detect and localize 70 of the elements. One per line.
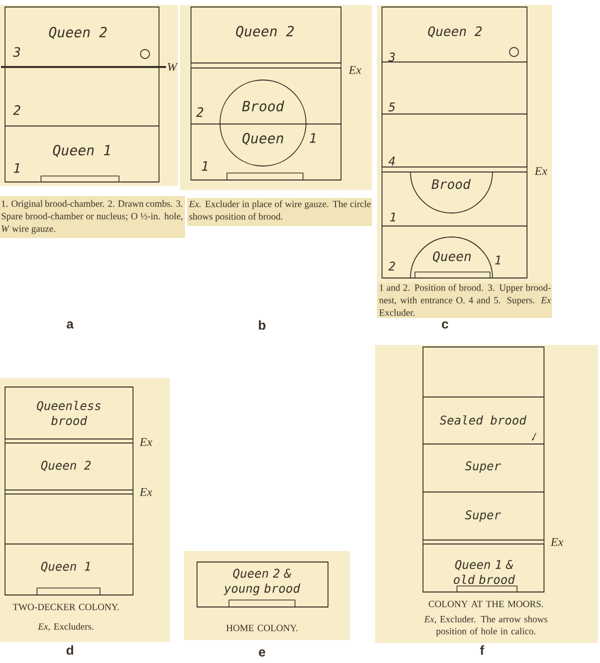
caption: HOME COLONY. bbox=[226, 624, 298, 632]
section-label: 5 bbox=[388, 102, 395, 112]
hive-section bbox=[190, 124, 342, 180]
section-label: 1 bbox=[495, 256, 500, 264]
caption: 1. Original brood-chamber. 2. Drawn combs. 3. Spare brood-chamber or nucleus; O ½-in. hole, W wire gauze. bbox=[0, 196, 185, 238]
section-label: 1 bbox=[14, 163, 20, 173]
panel-letter: c bbox=[442, 321, 448, 329]
hive-section bbox=[382, 114, 528, 168]
section-label: Queen 2 bbox=[428, 26, 482, 38]
section-label: 1 bbox=[390, 212, 396, 222]
section-label: Queen 2 bbox=[41, 460, 91, 472]
section-label: 3 bbox=[388, 52, 395, 62]
hive-section bbox=[382, 62, 528, 114]
hive-section bbox=[422, 346, 544, 398]
section-label: 2 bbox=[388, 262, 395, 270]
hive-section bbox=[382, 226, 528, 278]
section-label: Brood bbox=[432, 178, 471, 190]
hive-section bbox=[422, 444, 544, 492]
excluder-label: Ex bbox=[534, 167, 548, 175]
hive-section bbox=[382, 6, 528, 62]
section-label: 2 bbox=[13, 105, 20, 115]
hive-section bbox=[4, 494, 134, 544]
section-label: Queen 2 & young brood bbox=[224, 568, 300, 596]
section-label: Brood bbox=[242, 100, 284, 112]
hive-section bbox=[4, 126, 160, 182]
panel-letter: f bbox=[480, 645, 484, 655]
section-label: 1 bbox=[202, 161, 208, 171]
hive-section bbox=[422, 396, 544, 444]
hive-section bbox=[382, 172, 528, 226]
section-label: Queen bbox=[432, 251, 471, 263]
hive-section bbox=[422, 492, 544, 540]
section-label: 2 bbox=[196, 107, 204, 117]
hive-section bbox=[190, 6, 342, 64]
section-label: Queen bbox=[242, 132, 284, 146]
section-label: Queen 1 bbox=[53, 144, 110, 158]
section-label: 3 bbox=[12, 47, 20, 57]
panel-letter: a bbox=[66, 321, 74, 329]
panel-letter: d bbox=[66, 645, 74, 655]
hive-section bbox=[4, 386, 134, 440]
section-label: Queen 2 bbox=[49, 26, 107, 40]
hive-section bbox=[4, 6, 160, 68]
section-label: Queen 1 bbox=[41, 562, 90, 572]
hive-section bbox=[190, 68, 342, 124]
panel-letter: b bbox=[258, 320, 266, 330]
hive-section bbox=[422, 544, 544, 592]
brood-semicircle bbox=[410, 172, 493, 214]
gauze-label: W bbox=[168, 62, 178, 72]
caption: Ex. Excluder in place of wire gauze. The circle shows position of brood. bbox=[187, 198, 372, 226]
section-label: Queen 1 & old brood bbox=[454, 560, 515, 584]
excluder-label: Ex bbox=[348, 66, 362, 74]
excluder-label: Ex bbox=[140, 488, 152, 496]
hive-section bbox=[4, 442, 134, 490]
hive-section bbox=[196, 562, 328, 608]
excluder-label: Ex bbox=[140, 438, 152, 446]
section-label: Super bbox=[465, 510, 501, 522]
section-label: 4 bbox=[388, 156, 395, 166]
brood-circle bbox=[220, 80, 306, 166]
section-label: 1 bbox=[310, 133, 316, 143]
hive-section bbox=[4, 544, 134, 596]
section-label: Queen 2 bbox=[236, 26, 294, 38]
panel-letter: e bbox=[258, 649, 266, 657]
brood-semicircle bbox=[410, 236, 493, 278]
caption: Ex, Excluders. bbox=[38, 622, 94, 632]
hive-section bbox=[4, 66, 160, 126]
section-label: Sealed brood bbox=[440, 415, 526, 425]
excluder-label: Ex bbox=[550, 538, 564, 546]
caption: Ex, Excluder. The arrow shows position of hole in calico. bbox=[424, 616, 548, 636]
section-label: Queenless brood bbox=[36, 400, 101, 426]
caption: 1 and 2. Position of brood. 3. Upper brood-nest, with entrance O. 4 and 5. Supers. Ex Excluder. bbox=[377, 283, 552, 318]
section-label: Super bbox=[465, 461, 501, 473]
